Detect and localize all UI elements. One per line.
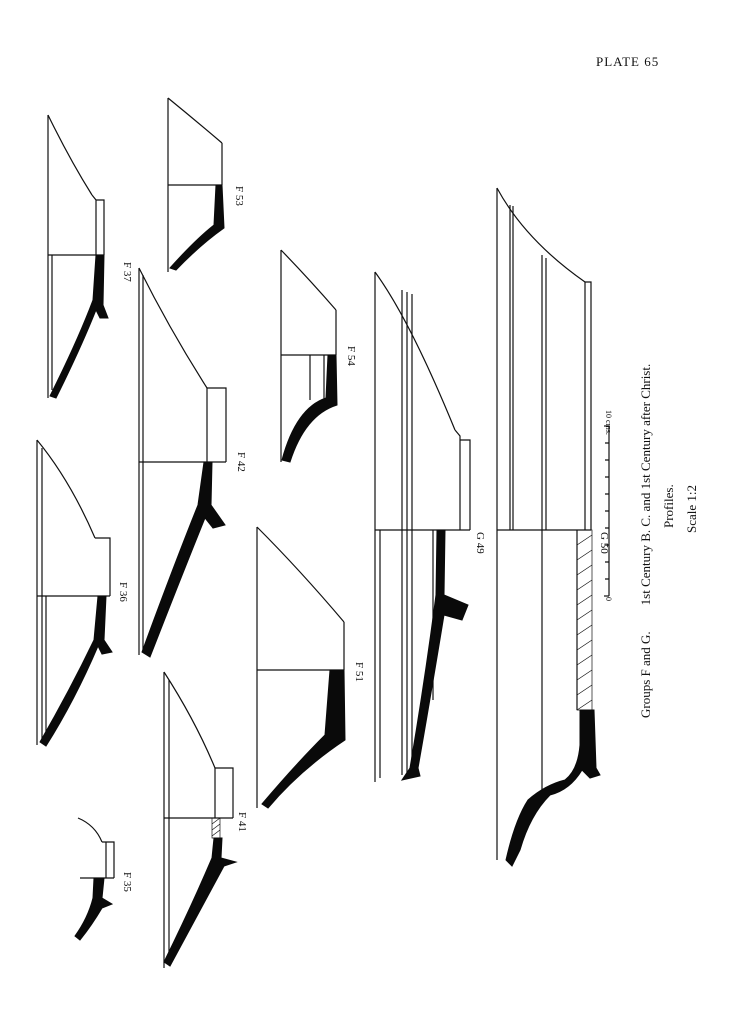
profile-f42: F 42	[138, 267, 247, 658]
plate-title: PLATE 65	[596, 54, 660, 69]
profile-f36: F 36	[36, 439, 129, 747]
caption-line-groups-dates: Groups F and G. 1st Century B. C. and 1s…	[638, 364, 653, 718]
label-f51: F 51	[353, 662, 365, 682]
label-g50: G 50	[598, 532, 610, 554]
profile-f53: F 53	[167, 97, 245, 272]
label-f35: F 35	[121, 872, 133, 892]
plate-caption: Groups F and G. 1st Century B. C. and 1s…	[638, 364, 699, 718]
label-f42: F 42	[235, 452, 247, 472]
label-f54: F 54	[345, 346, 357, 366]
profile-f35: F 35	[74, 817, 133, 941]
profile-g49: G 49	[374, 271, 486, 782]
label-g49: G 49	[474, 532, 486, 554]
profile-f51: F 51	[256, 526, 365, 809]
label-f37: F 37	[121, 262, 133, 282]
scale-bar-end-label: 10 cms.	[604, 410, 613, 435]
label-f53: F 53	[233, 186, 245, 206]
profile-g50: G 50	[496, 187, 610, 867]
caption-line-scale: Scale 1:2	[684, 485, 699, 533]
caption-line-profiles: Profiles.	[661, 484, 676, 528]
scale-bar-zero-label: 0	[604, 597, 613, 601]
label-f41: F 41	[236, 812, 248, 832]
label-f36: F 36	[117, 582, 129, 602]
profile-f54: F 54	[280, 249, 357, 463]
g50-hatched-section	[576, 529, 593, 711]
profile-f37: F 37	[47, 114, 133, 399]
scale-bar: 10 cms. 0	[604, 410, 613, 601]
profile-f41: F 41	[163, 671, 248, 968]
